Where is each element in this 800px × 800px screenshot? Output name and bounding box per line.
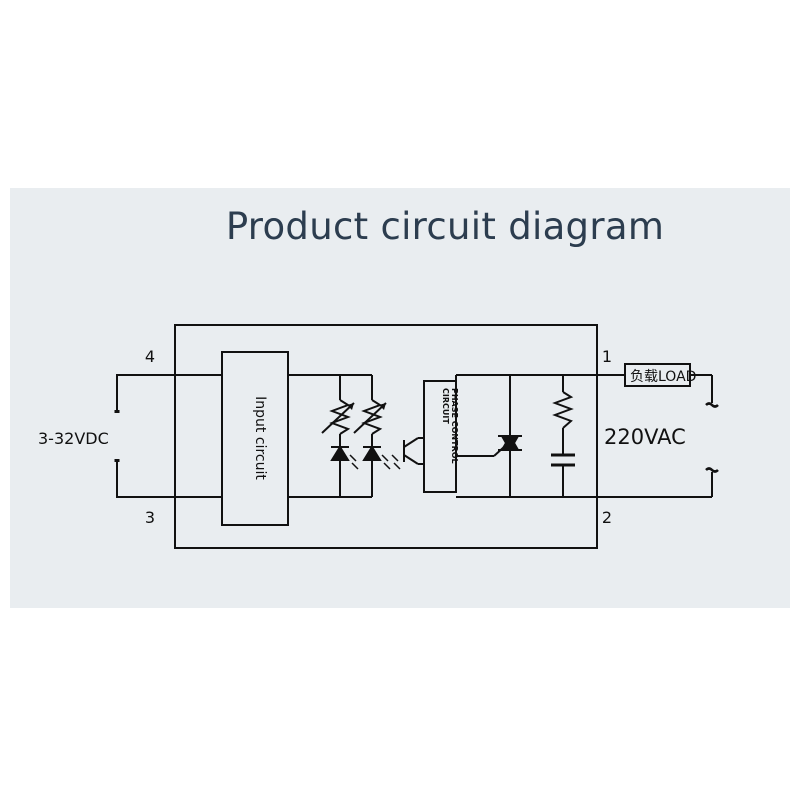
snubber-capacitor: [551, 453, 575, 467]
phototransistor: [391, 437, 424, 470]
variable-arrow-1: [321, 402, 355, 434]
led-network-wiring: [288, 374, 373, 498]
terminal-3-label: 3: [145, 508, 155, 527]
snubber-resistor: [552, 391, 574, 429]
diagram-panel: [10, 188, 790, 608]
input-voltage-label: 3-32VDC: [38, 429, 109, 448]
phase-control-label-2: CIRCUIT: [441, 388, 450, 424]
ac-terminal-marks: [705, 402, 719, 473]
phase-control-block: [423, 380, 457, 493]
terminal-1-label: 1: [602, 347, 612, 366]
triac: [493, 433, 522, 457]
load-box: [624, 363, 691, 387]
dc-input-wiring: [114, 374, 222, 498]
ac-output-wiring: [455, 374, 713, 498]
terminal-2-label: 2: [602, 508, 612, 527]
phase-control-label-1: PHASE CONTROL: [450, 388, 459, 464]
input-circuit-label: Input circuit: [252, 396, 268, 480]
led-1: [330, 434, 359, 470]
terminal-4-label: 4: [145, 347, 155, 366]
relay-body-outline: [174, 324, 598, 549]
page-title: Product circuit diagram: [225, 205, 665, 248]
output-voltage-label: 220VAC: [604, 425, 686, 449]
input-circuit-block: [221, 351, 289, 526]
led-2: [362, 434, 391, 470]
variable-arrow-2: [353, 402, 387, 434]
load-label: 负载LOAD: [630, 369, 696, 385]
